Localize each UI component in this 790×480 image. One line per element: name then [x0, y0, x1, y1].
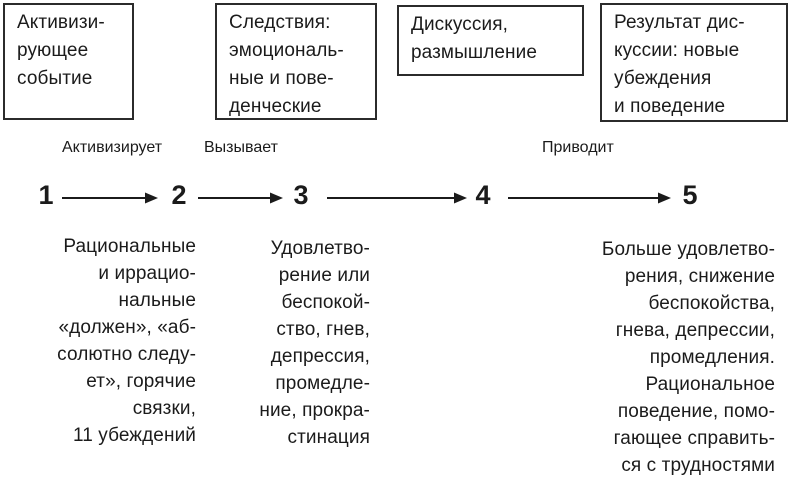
- note-beliefs: Рациональные и иррацио- нальные «должен»…: [57, 236, 196, 446]
- stage-box-discussion: Дискуссия, размышление: [397, 5, 584, 76]
- stage-box-consequences: Следствия: эмоциональ- ные и пове- денче…: [215, 3, 377, 120]
- arrow-2-to-3: [198, 192, 283, 204]
- stage-box-result: Результат дис- куссии: новые убеждения и…: [600, 3, 788, 122]
- arrow-1-to-2: [62, 192, 158, 204]
- step-number-5: 5: [682, 180, 698, 210]
- arrow-label-activates: Активизирует: [62, 139, 163, 156]
- step-number-2: 2: [171, 180, 187, 210]
- note-results-detail: Больше удовлетво- рения, снижение беспок…: [601, 239, 775, 476]
- arrow-label-causes: Вызывает: [204, 139, 278, 156]
- arrow-label-leads-to: Приводит: [542, 139, 614, 156]
- note-consequences-detail: Удовлетво- рение или беспокой- ство, гне…: [259, 238, 370, 448]
- arrow-3-to-4: [327, 192, 467, 204]
- stage-box-activating-event: Активизи- рующее событие: [3, 3, 134, 120]
- step-number-1: 1: [38, 180, 54, 210]
- step-number-3: 3: [293, 180, 309, 210]
- arrow-4-to-5: [508, 192, 671, 204]
- step-number-4: 4: [475, 180, 491, 210]
